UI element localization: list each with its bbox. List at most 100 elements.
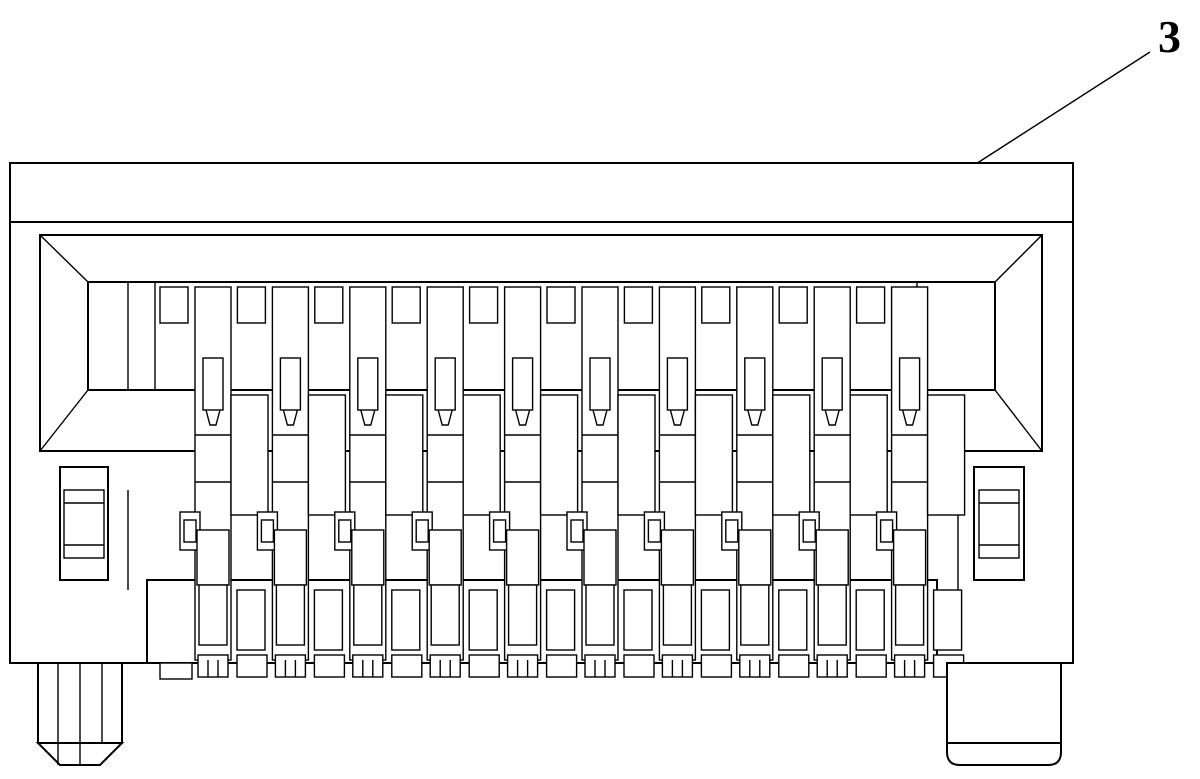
contact-leg (662, 584, 693, 646)
contact-neck (901, 409, 918, 426)
contact-leg (275, 584, 306, 646)
retention-window-inner (492, 519, 507, 543)
contact-blade (898, 357, 921, 411)
solder-tail (661, 654, 694, 678)
adjacent-leg (468, 589, 498, 651)
contact-neck (437, 409, 453, 426)
solder-tail (893, 654, 926, 678)
contact-terminal-3 (314, 286, 424, 678)
contact-rib (307, 394, 347, 516)
contact-lower (196, 529, 230, 586)
solder-tail (197, 654, 229, 678)
contact-blade (279, 357, 302, 411)
adjacent-leg (700, 589, 731, 651)
adjacent-tail (545, 654, 578, 678)
adjacent-leg (623, 589, 653, 651)
contact-terminal-7 (623, 286, 734, 678)
adjacent-tail (855, 654, 887, 678)
contact-leg (353, 584, 383, 646)
chamfer-line-bl (39, 389, 89, 452)
contact-terminal-6 (546, 286, 656, 678)
contact-neck (514, 409, 531, 426)
latch-right-window (978, 489, 1020, 559)
contact-rib (849, 394, 888, 516)
adjacent-leg (391, 589, 421, 651)
contact-rib (462, 394, 501, 516)
mounting-post-right (946, 662, 1062, 766)
adjacent-leg (855, 589, 885, 651)
side-latch-right (957, 466, 1025, 590)
contact-rib (617, 394, 656, 516)
contact-neck (824, 409, 840, 426)
contact-leg (894, 584, 925, 646)
contact-terminals (159, 286, 966, 678)
contact-lower (505, 529, 540, 586)
contact-slot (236, 286, 267, 324)
retention-window-inner (570, 519, 584, 543)
contact-lower (738, 529, 772, 586)
contact-slot (314, 286, 344, 324)
contact-neck (360, 409, 376, 426)
contact-lower (351, 529, 385, 586)
contact-rib (694, 394, 734, 516)
contact-lower (273, 529, 308, 586)
contact-terminal-9 (778, 286, 888, 678)
retention-window-inner (338, 519, 352, 543)
contact-leg (430, 584, 460, 646)
contact-terminal-2 (236, 286, 347, 678)
chamfer-line-tr (994, 234, 1043, 283)
contact-lower (583, 529, 617, 586)
contact-blade (821, 357, 843, 411)
adjacent-tail (468, 654, 500, 678)
adjacent-leg (545, 589, 576, 651)
retention-window-inner (879, 519, 894, 543)
contact-blade (202, 357, 224, 411)
adjacent-leg (236, 589, 266, 651)
contact-blade (666, 357, 689, 411)
solder-tail (352, 654, 384, 678)
contact-slot (468, 286, 499, 324)
contact-lower (815, 529, 849, 586)
contact-blade (511, 357, 534, 411)
side-latch-left (59, 466, 129, 590)
contact-blade (744, 357, 766, 411)
contact-blade (434, 357, 456, 411)
callout-label-3: 3 (1158, 11, 1181, 62)
retention-window-inner (415, 519, 429, 543)
contact-blade (589, 357, 611, 411)
retention-window-inner (183, 519, 197, 543)
latch-left-window (63, 489, 105, 559)
solder-tail (506, 654, 539, 678)
mounting-post-left (35, 662, 125, 766)
adjacent-leg (932, 589, 963, 651)
adjacent-tail (700, 654, 733, 678)
adjacent-leg (313, 589, 344, 651)
adjacent-tail (391, 654, 423, 678)
contact-leg (585, 584, 615, 646)
retention-window-inner (725, 519, 739, 543)
chamfer-line-tl (39, 234, 89, 283)
contact-neck (747, 409, 763, 426)
contact-slot (623, 286, 654, 324)
post-right-body (946, 662, 1062, 744)
contact-neck (669, 409, 686, 426)
solder-tail (274, 654, 307, 678)
contact-terminal-8 (701, 286, 811, 678)
contact-leg (817, 584, 847, 646)
adjacent-tail (778, 654, 810, 678)
contact-terminal-4 (391, 286, 501, 678)
contact-rib (772, 394, 811, 516)
adjacent-leg (778, 589, 808, 651)
retention-window-inner (647, 519, 662, 543)
contact-neck (592, 409, 608, 426)
retention-window-inner (802, 519, 816, 543)
post-right-tip (946, 742, 1062, 766)
solder-tail (584, 654, 616, 678)
chamfer-line-br (994, 389, 1043, 452)
contact-slot (855, 286, 886, 324)
solder-tail (816, 654, 848, 678)
contact-leg (198, 584, 228, 646)
contact-terminal-1 (159, 286, 269, 678)
